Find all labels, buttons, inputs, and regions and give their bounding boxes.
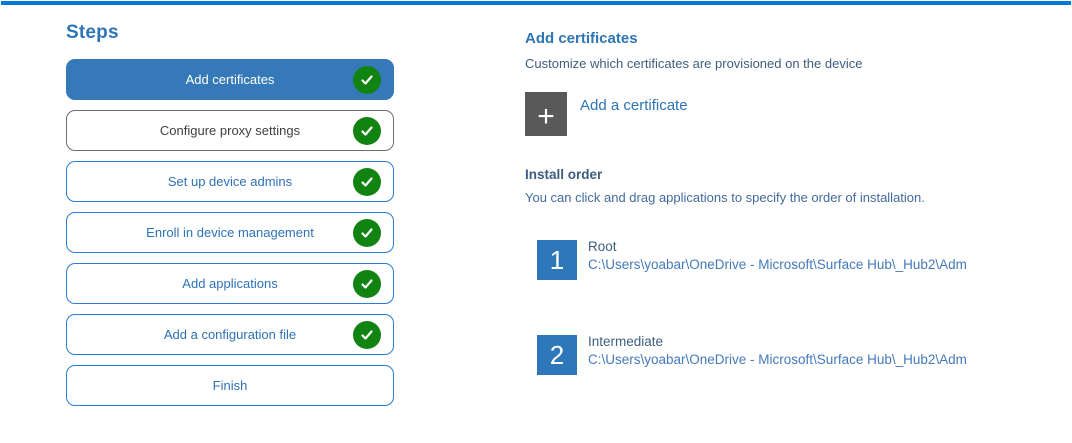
step-set-up-device-admins[interactable]: Set up device admins <box>66 161 394 202</box>
step-configure-proxy-settings[interactable]: Configure proxy settings <box>66 110 394 151</box>
certificate-name: Root <box>588 239 617 254</box>
steps-heading: Steps <box>66 22 119 43</box>
step-enroll-in-device-management[interactable]: Enroll in device management <box>66 212 394 253</box>
certificate-name: Intermediate <box>588 334 664 349</box>
install-item-root[interactable]: 1 Root C:\Users\yoabar\OneDrive - Micros… <box>525 239 1065 280</box>
step-add-a-configuration-file[interactable]: Add a configuration file <box>66 314 394 355</box>
install-order-description: You can click and drag applications to s… <box>525 190 925 205</box>
add-certificate-row: + Add a certificate <box>525 92 1065 136</box>
step-label: Configure proxy settings <box>159 123 301 138</box>
install-item-intermediate[interactable]: 2 Intermediate C:\Users\yoabar\OneDrive … <box>525 334 1065 375</box>
add-certificate-label: Add a certificate <box>580 97 688 114</box>
steps-sidebar: Steps Add certificates Configure proxy s… <box>66 22 394 416</box>
order-number-badge: 1 <box>537 240 577 280</box>
order-number-badge: 2 <box>537 335 577 375</box>
install-item-text: Root C:\Users\yoabar\OneDrive - Microsof… <box>588 239 967 272</box>
install-order-heading: Install order <box>525 167 603 182</box>
step-add-certificates[interactable]: Add certificates <box>66 59 394 100</box>
completed-check-icon <box>353 65 381 94</box>
completed-check-icon <box>353 269 381 298</box>
page-subtitle: Customize which certificates are provisi… <box>525 56 863 71</box>
step-label: Add applications <box>182 276 278 291</box>
top-accent-bar <box>1 1 1071 5</box>
completed-check-icon <box>353 320 381 349</box>
step-label: Enroll in device management <box>146 225 314 240</box>
step-label: Finish <box>212 378 248 393</box>
certificate-path: C:\Users\yoabar\OneDrive - Microsoft\Sur… <box>588 257 967 272</box>
certificate-path: C:\Users\yoabar\OneDrive - Microsoft\Sur… <box>588 352 967 367</box>
step-finish[interactable]: Finish <box>66 365 394 406</box>
install-item-text: Intermediate C:\Users\yoabar\OneDrive - … <box>588 334 967 367</box>
step-add-applications[interactable]: Add applications <box>66 263 394 304</box>
step-label: Add a configuration file <box>163 327 297 342</box>
completed-check-icon <box>353 167 381 196</box>
step-content-panel: Add certificates Customize which certifi… <box>525 30 1065 375</box>
page-title: Add certificates <box>525 30 638 47</box>
add-certificate-button[interactable]: + <box>525 92 567 136</box>
step-label: Set up device admins <box>167 174 293 189</box>
step-label: Add certificates <box>185 72 275 87</box>
completed-check-icon <box>353 116 381 145</box>
completed-check-icon <box>353 218 381 247</box>
plus-icon: + <box>537 100 555 133</box>
